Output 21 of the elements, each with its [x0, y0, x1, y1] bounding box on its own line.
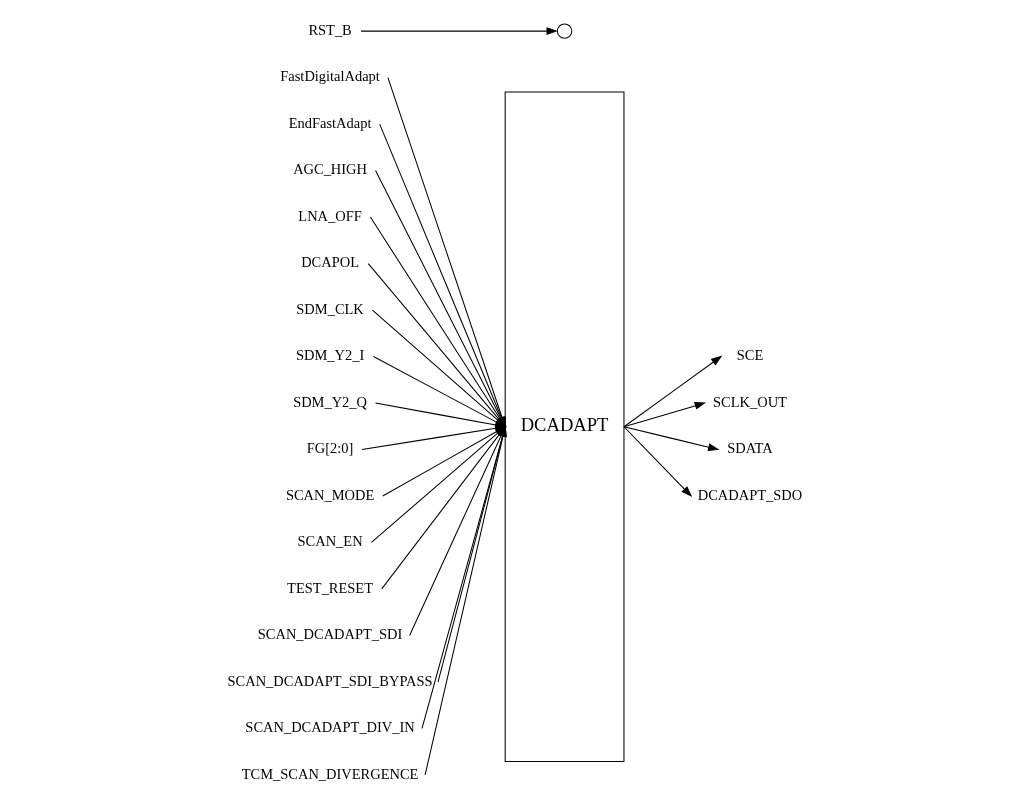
node-text: DCAPOL: [300, 254, 359, 271]
node-text: RST_B: [307, 21, 352, 38]
node-text: SCAN_DCADAPT_DIV_IN: [244, 719, 415, 736]
node-text: FastDigitalAdapt: [279, 68, 380, 85]
node-text: SCLK_OUT: [712, 393, 787, 410]
node-text: DCADAPT_SDO: [697, 486, 802, 503]
node-text: TCM_SCAN_DIVERGENCE: [241, 765, 418, 782]
node-text: SCAN_EN: [297, 533, 363, 550]
node-text: SCE: [736, 347, 763, 364]
node-text: FG[2:0]: [306, 440, 353, 457]
node-text: SDATA: [726, 440, 773, 457]
node-text: SDM_Y2_I: [295, 347, 364, 364]
node-text: LNA_OFF: [297, 207, 362, 224]
node-text: SCAN_DCADAPT_SDI_BYPASS: [227, 672, 433, 689]
node-text: SDM_CLK: [295, 300, 364, 317]
node-text: SDM_Y2_Q: [292, 393, 367, 410]
node-text: AGC_HIGH: [292, 161, 367, 178]
node-text: SCAN_MODE: [285, 486, 374, 503]
node-text: EndFastAdapt: [288, 114, 371, 131]
node-text: TEST_RESET: [286, 579, 373, 596]
node-text: SCAN_DCADAPT_SDI: [257, 626, 402, 643]
